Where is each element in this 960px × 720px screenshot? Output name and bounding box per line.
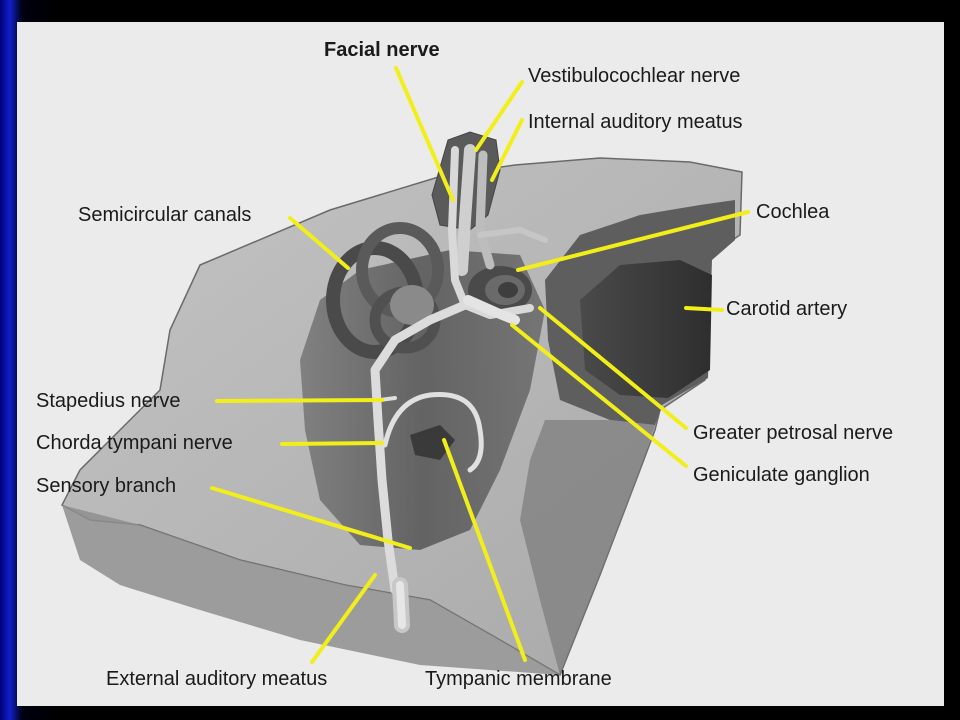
- tympanic-membrane-shape: [410, 425, 455, 460]
- label-geniculate-ganglion: Geniculate ganglion: [693, 464, 870, 486]
- leader-lines: [210, 66, 750, 664]
- temporal-bone-block: [60, 157, 743, 677]
- label-vestibulocochlear-nerve: Vestibulocochlear nerve: [528, 65, 741, 87]
- label-greater-petrosal-nerve: Greater petrosal nerve: [693, 422, 894, 444]
- carotid-artery-shape: [580, 260, 712, 398]
- leader-stapedius-nerve: [215, 398, 384, 403]
- leader-internal-auditory-meatus: [490, 118, 524, 182]
- leader-sensory-branch: [210, 486, 412, 550]
- label-tympanic-membrane: Tympanic membrane: [425, 668, 612, 690]
- label-cochlea: Cochlea: [756, 201, 830, 223]
- leader-facial-nerve: [394, 66, 455, 202]
- leader-geniculate-ganglion: [510, 323, 688, 468]
- leader-semicircular-canals: [288, 216, 350, 270]
- label-internal-auditory-meatus: Internal auditory meatus: [528, 111, 743, 133]
- label-stapedius-nerve: Stapedius nerve: [36, 390, 181, 412]
- label-semicircular-canals: Semicircular canals: [78, 204, 252, 226]
- leader-cochlea: [516, 210, 750, 272]
- label-carotid-artery: Carotid artery: [726, 298, 848, 320]
- label-chorda-tympani-nerve: Chorda tympani nerve: [36, 432, 233, 454]
- leader-greater-petrosal-nerve: [538, 306, 688, 430]
- nerve-paths: [370, 144, 548, 633]
- leader-carotid-artery: [684, 306, 724, 312]
- label-external-auditory-meatus: External auditory meatus: [106, 668, 328, 690]
- leader-vestibulocochlear-nerve: [474, 80, 524, 152]
- leader-chorda-tympani-nerve: [280, 441, 384, 446]
- label-sensory-branch: Sensory branch: [36, 475, 177, 497]
- label-facial-nerve: Facial nerve: [324, 39, 440, 61]
- leader-external-auditory-meatus: [310, 573, 377, 664]
- leader-tympanic-membrane: [442, 438, 527, 662]
